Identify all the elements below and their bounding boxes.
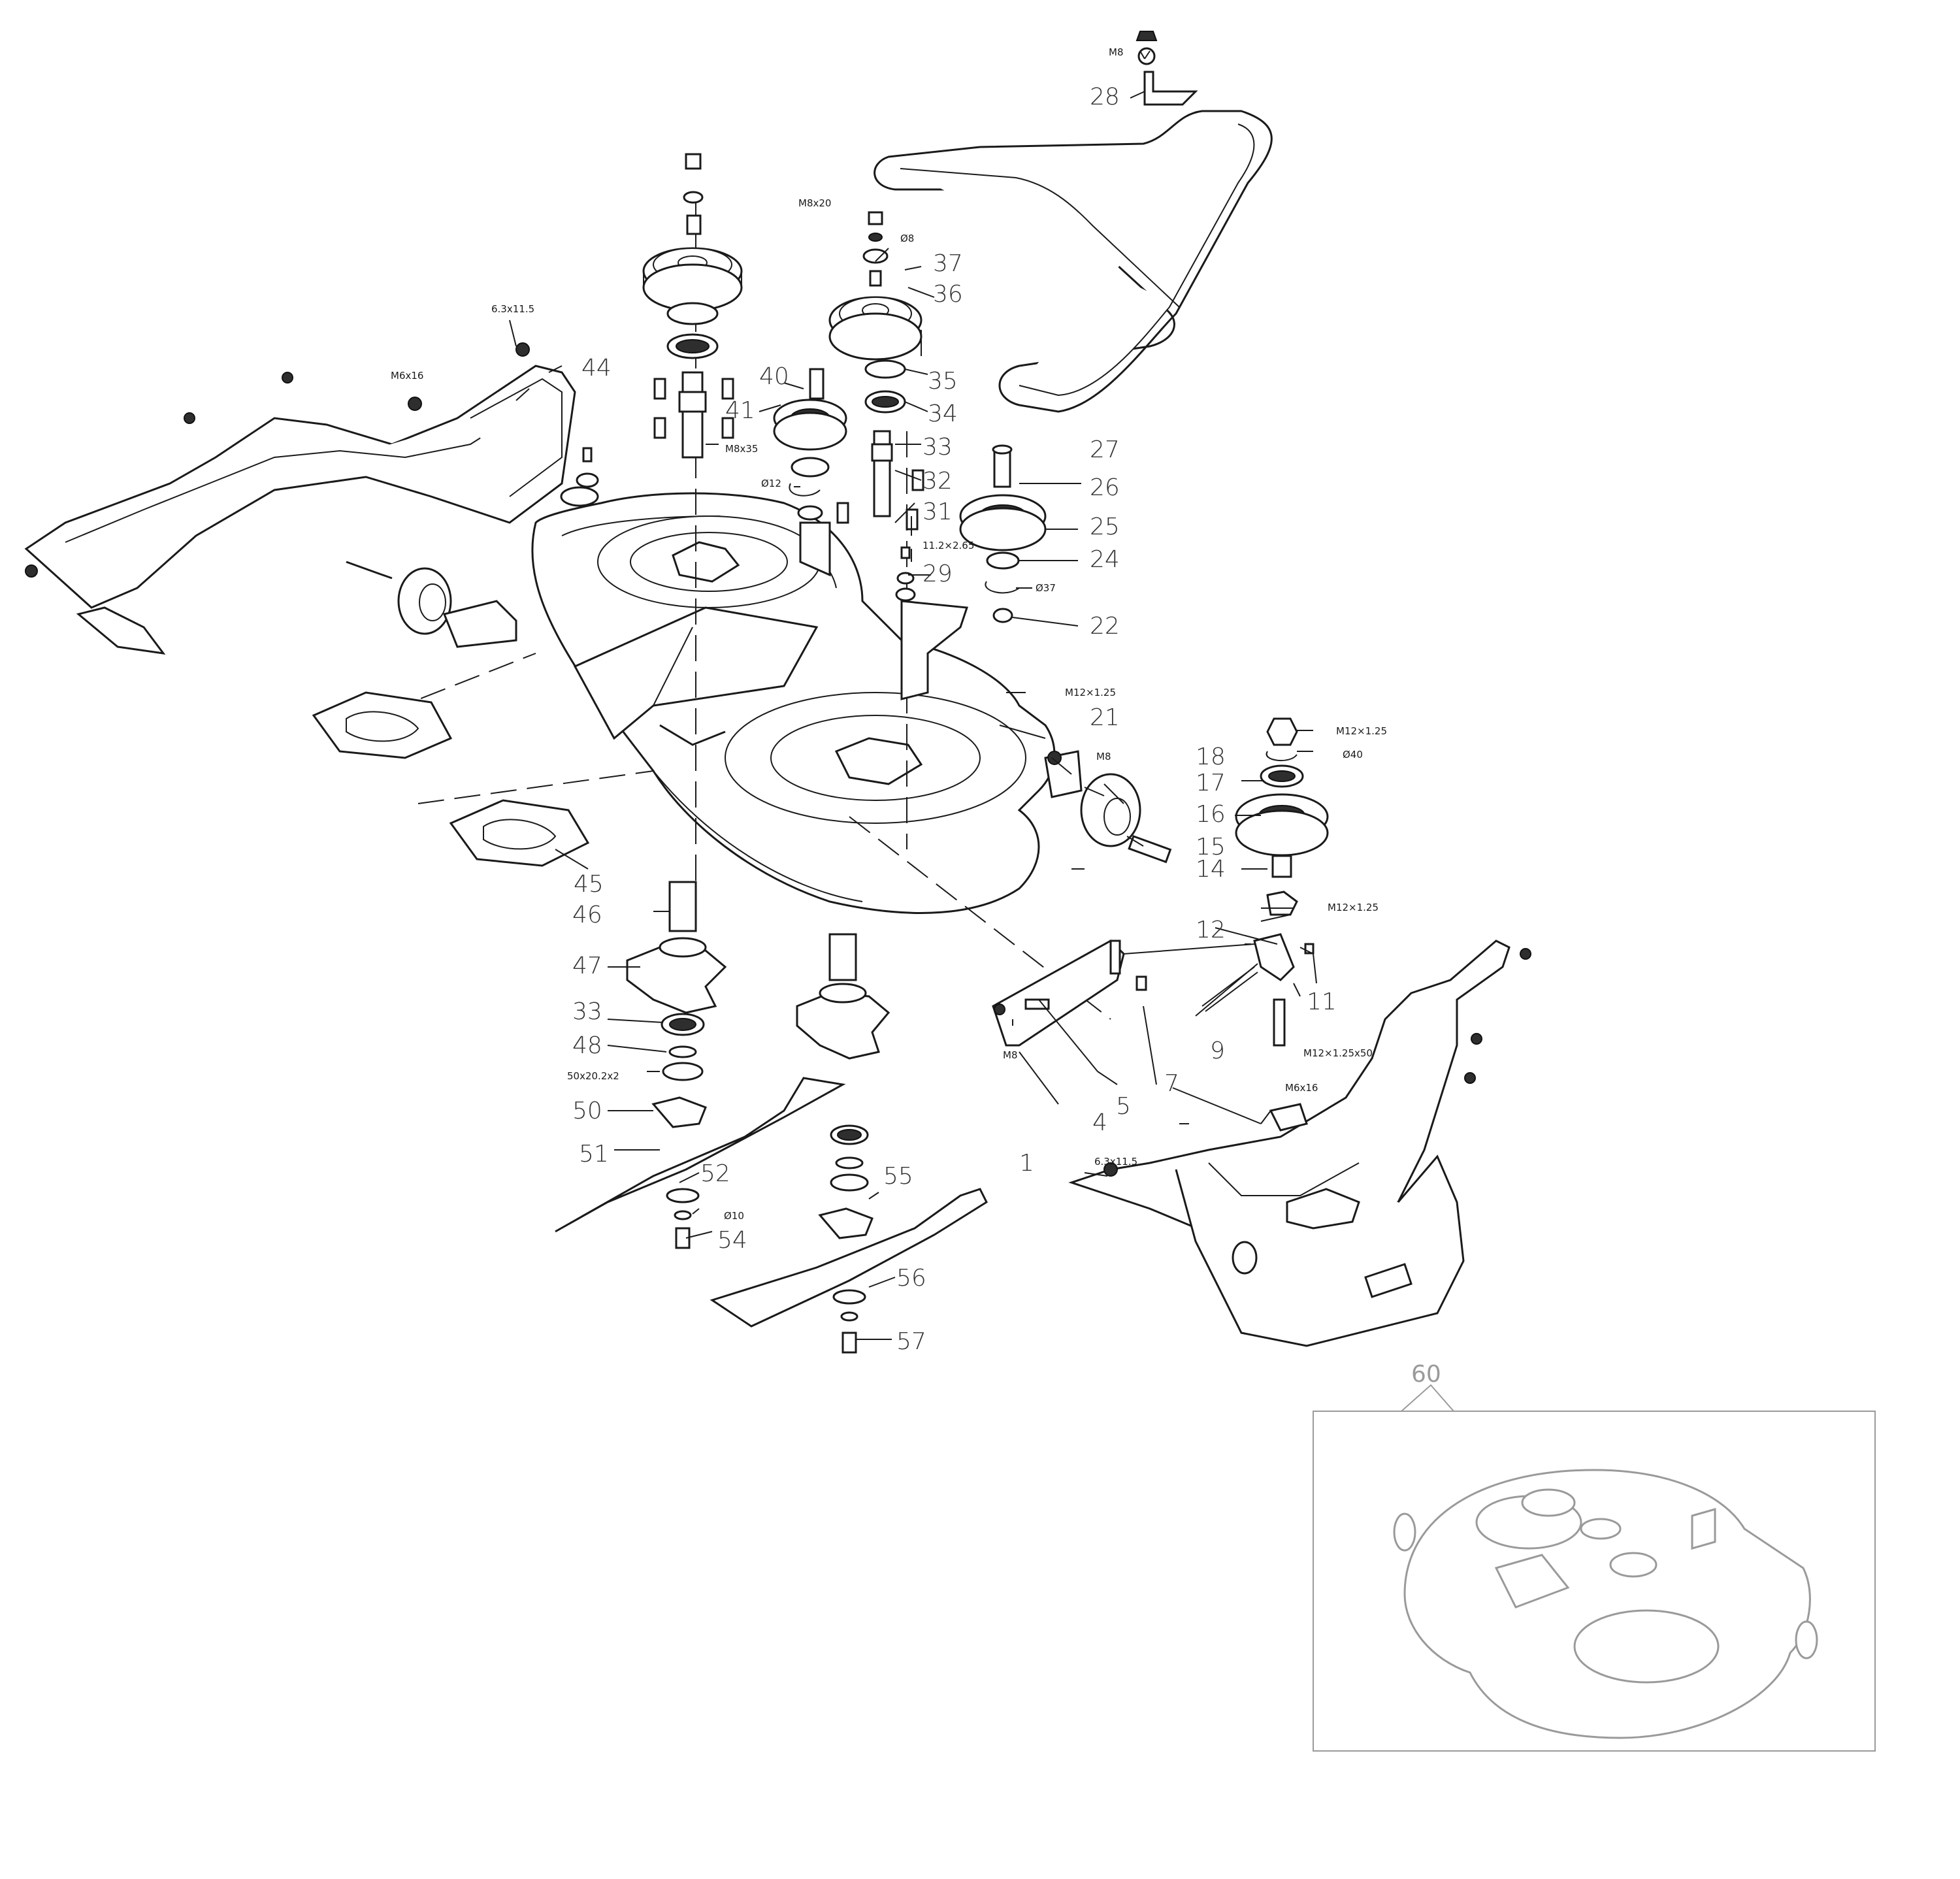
spec-screw-63-left: 6.3x11.5 [491, 303, 534, 315]
callout-51: 51 [579, 1141, 609, 1168]
callout-9: 9 [1210, 1038, 1225, 1064]
spec-d37: Ø37 [1036, 582, 1056, 594]
callout-17: 17 [1196, 770, 1226, 796]
spec-m8x35: M8x35 [725, 443, 758, 455]
spec-m12-nut-22: M12×1.25 [1065, 687, 1116, 698]
callout-48: 48 [572, 1032, 602, 1059]
spec-d40: Ø40 [1343, 749, 1363, 760]
spec-m8-top: M8 [1109, 46, 1124, 58]
callout-36: 36 [933, 281, 963, 308]
idler-pulley-40 [773, 368, 847, 577]
spec-m12-bolt: M12×1.25x50 [1303, 1047, 1373, 1059]
callout-56: 56 [896, 1265, 926, 1292]
callout-7: 7 [1164, 1070, 1179, 1097]
spec-m8-wheel: M8 [1096, 751, 1111, 762]
spec-m8-bracket: M8 [1003, 1049, 1018, 1061]
left-spindle-and-blade [555, 881, 846, 1249]
callout-22: 22 [1090, 613, 1120, 640]
spec-m6x16-right: M6x16 [1285, 1082, 1318, 1094]
callout-35: 35 [928, 368, 958, 395]
spec-d10: Ø10 [724, 1210, 744, 1222]
tensioner-fittings [895, 546, 969, 700]
callout-14: 14 [1196, 856, 1226, 883]
callout-40: 40 [759, 363, 789, 390]
left-baffle [24, 342, 576, 655]
callout-57: 57 [896, 1328, 926, 1355]
spec-d12: Ø12 [761, 478, 781, 489]
assembled-deck-inset [1313, 1384, 1876, 1752]
callout-31: 31 [923, 498, 953, 525]
right-baffle [1068, 939, 1531, 1347]
inset-frame [1313, 1411, 1876, 1752]
right-idler-stack [959, 444, 1047, 623]
spec-m12-nut-top: M12×1.25 [1336, 725, 1387, 737]
callout-18: 18 [1196, 743, 1226, 770]
callout-4: 4 [1092, 1109, 1107, 1136]
leader-lines [509, 50, 1317, 1340]
callout-1: 1 [1019, 1150, 1034, 1177]
callout-11: 11 [1307, 989, 1337, 1015]
callout-54: 54 [717, 1227, 747, 1254]
callout-16: 16 [1196, 801, 1226, 828]
callout-33: 33 [923, 434, 953, 461]
callout-45: 45 [574, 871, 604, 898]
left-pulley-stack [642, 153, 743, 459]
callout-55: 55 [883, 1163, 913, 1190]
spec-circlip-112: 11.2×2.65 [923, 540, 974, 551]
spec-m8x20: M8x20 [798, 197, 831, 209]
callout-5: 5 [1116, 1093, 1131, 1120]
spec-m6x16-left: M6x16 [391, 370, 423, 382]
callout-12: 12 [1196, 917, 1226, 943]
right-pulley-stack [1235, 717, 1329, 916]
callout-37: 37 [933, 250, 963, 277]
callout-29: 29 [923, 561, 953, 587]
callout-52: 52 [700, 1160, 730, 1187]
left-wheel [346, 561, 517, 648]
callout-21: 21 [1090, 704, 1120, 731]
tension-arm-assembly [992, 933, 1315, 1047]
callout-44: 44 [581, 355, 612, 382]
spec-m12-nut-14: M12×1.25 [1328, 902, 1379, 913]
callout-47: 47 [572, 953, 602, 979]
callout-46: 46 [572, 902, 602, 928]
callout-26: 26 [1090, 474, 1120, 501]
callout-24: 24 [1090, 546, 1120, 573]
callout-28: 28 [1090, 84, 1120, 110]
spec-d8: Ø8 [900, 233, 914, 244]
belt-guide-pin [1135, 31, 1198, 106]
callout-50: 50 [572, 1098, 602, 1124]
spec-washer-50: 50x20.2x2 [567, 1070, 619, 1082]
callout-34: 34 [928, 400, 958, 427]
callout-41: 41 [725, 397, 755, 424]
spec-screw-63-right: 6.3x11.5 [1094, 1156, 1137, 1168]
callout-60: 60 [1411, 1361, 1441, 1388]
deck-housing [531, 492, 1056, 914]
drive-belt [874, 110, 1273, 413]
right-spindle-and-blade [710, 933, 988, 1354]
gasket-plates [312, 691, 590, 867]
callout-33b: 33 [572, 998, 602, 1025]
callout-32: 32 [923, 468, 953, 495]
callout-25: 25 [1090, 514, 1120, 540]
callout-27: 27 [1090, 436, 1120, 463]
callout-15: 15 [1196, 834, 1226, 860]
grease-fitting-left [560, 447, 599, 507]
